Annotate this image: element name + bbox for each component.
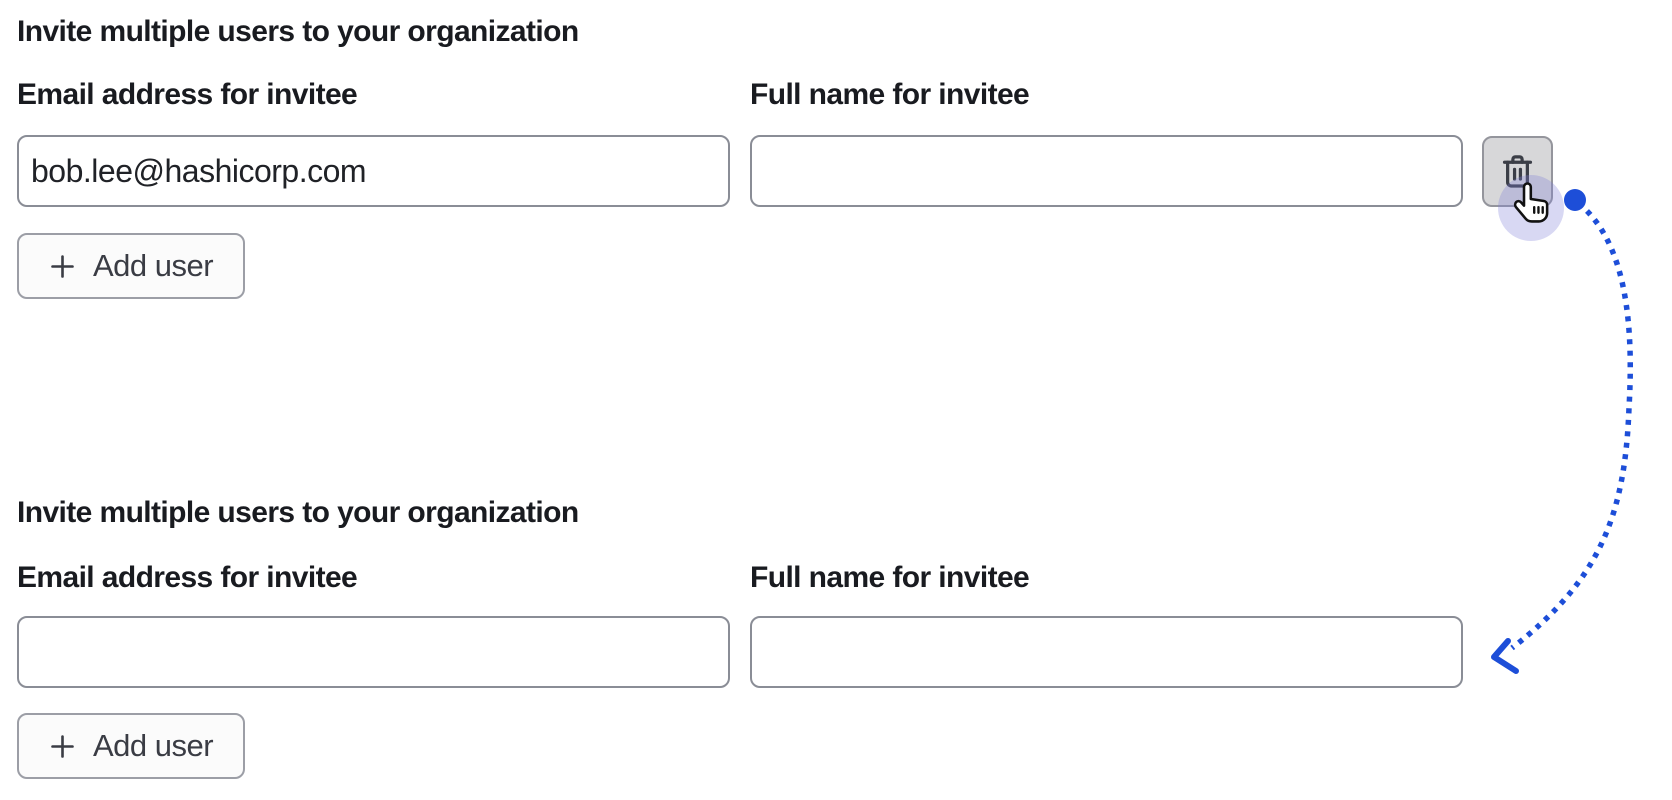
email-label: Email address for invitee	[17, 78, 358, 111]
plus-icon	[51, 254, 74, 278]
section-heading: Invite multiple users to your organizati…	[17, 15, 579, 48]
email-input[interactable]	[17, 616, 730, 688]
email-label: Email address for invitee	[17, 561, 358, 594]
add-user-button[interactable]: Add user	[17, 233, 245, 299]
trash-icon	[1502, 155, 1533, 188]
annotation-arrow	[1510, 209, 1633, 651]
email-input[interactable]	[17, 135, 730, 207]
delete-row-button[interactable]	[1482, 136, 1553, 207]
section-heading: Invite multiple users to your organizati…	[17, 496, 579, 529]
full-name-input[interactable]	[750, 135, 1463, 207]
full-name-input[interactable]	[750, 616, 1463, 688]
plus-icon	[51, 734, 74, 758]
add-user-label: Add user	[92, 728, 214, 763]
add-user-button[interactable]: Add user	[17, 713, 245, 779]
annotation-arrowhead	[1491, 638, 1519, 674]
full-name-label: Full name for invitee	[750, 78, 1030, 111]
full-name-label: Full name for invitee	[750, 561, 1030, 594]
add-user-label: Add user	[92, 248, 214, 283]
annotation-dot	[1564, 189, 1586, 211]
